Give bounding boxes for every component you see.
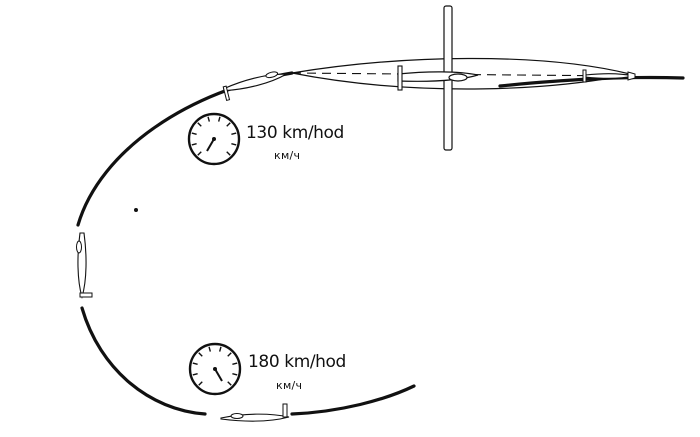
speed-label-bottom: 180 km/hod <box>248 352 346 372</box>
flight-path-entry <box>498 75 685 88</box>
speedometer-icon <box>187 112 241 166</box>
unit-label-top: км/ч <box>274 149 301 162</box>
gauge-tick <box>192 372 198 376</box>
speedometer-icon <box>188 342 242 396</box>
unit-label-bottom: км/ч <box>276 379 303 392</box>
gauge-tick <box>218 346 222 352</box>
ink-dot <box>134 208 138 212</box>
gauge-tick <box>217 116 221 122</box>
flight-path-lower-arc <box>80 306 207 416</box>
gauge-tick <box>226 122 231 127</box>
gauge-tick <box>191 142 197 146</box>
glider-icon <box>397 5 479 151</box>
gauge-tick <box>231 132 237 136</box>
glider-icon <box>222 71 288 102</box>
gauge-tick <box>226 151 231 156</box>
glider-icon <box>76 232 93 299</box>
gauge-tick <box>227 352 232 357</box>
gauge-tick <box>192 362 198 366</box>
gauge-tick <box>231 142 237 146</box>
gauge-tick <box>197 151 202 156</box>
gauge-tick <box>198 381 203 386</box>
gauge-tick <box>227 381 232 386</box>
gauge-tick <box>197 122 202 127</box>
flight-path-arc <box>76 71 294 227</box>
gauge-tick <box>207 116 211 122</box>
gauge-tick <box>232 362 238 366</box>
speed-label-top: 130 km/hod <box>246 123 344 143</box>
flight-path-exit <box>290 384 416 416</box>
gauge-tick <box>191 132 197 136</box>
gauge-tick <box>198 352 203 357</box>
glider-icon <box>582 69 636 83</box>
glider-icon <box>220 403 290 422</box>
gauge-tick <box>232 372 238 376</box>
gauge-tick <box>208 346 212 352</box>
